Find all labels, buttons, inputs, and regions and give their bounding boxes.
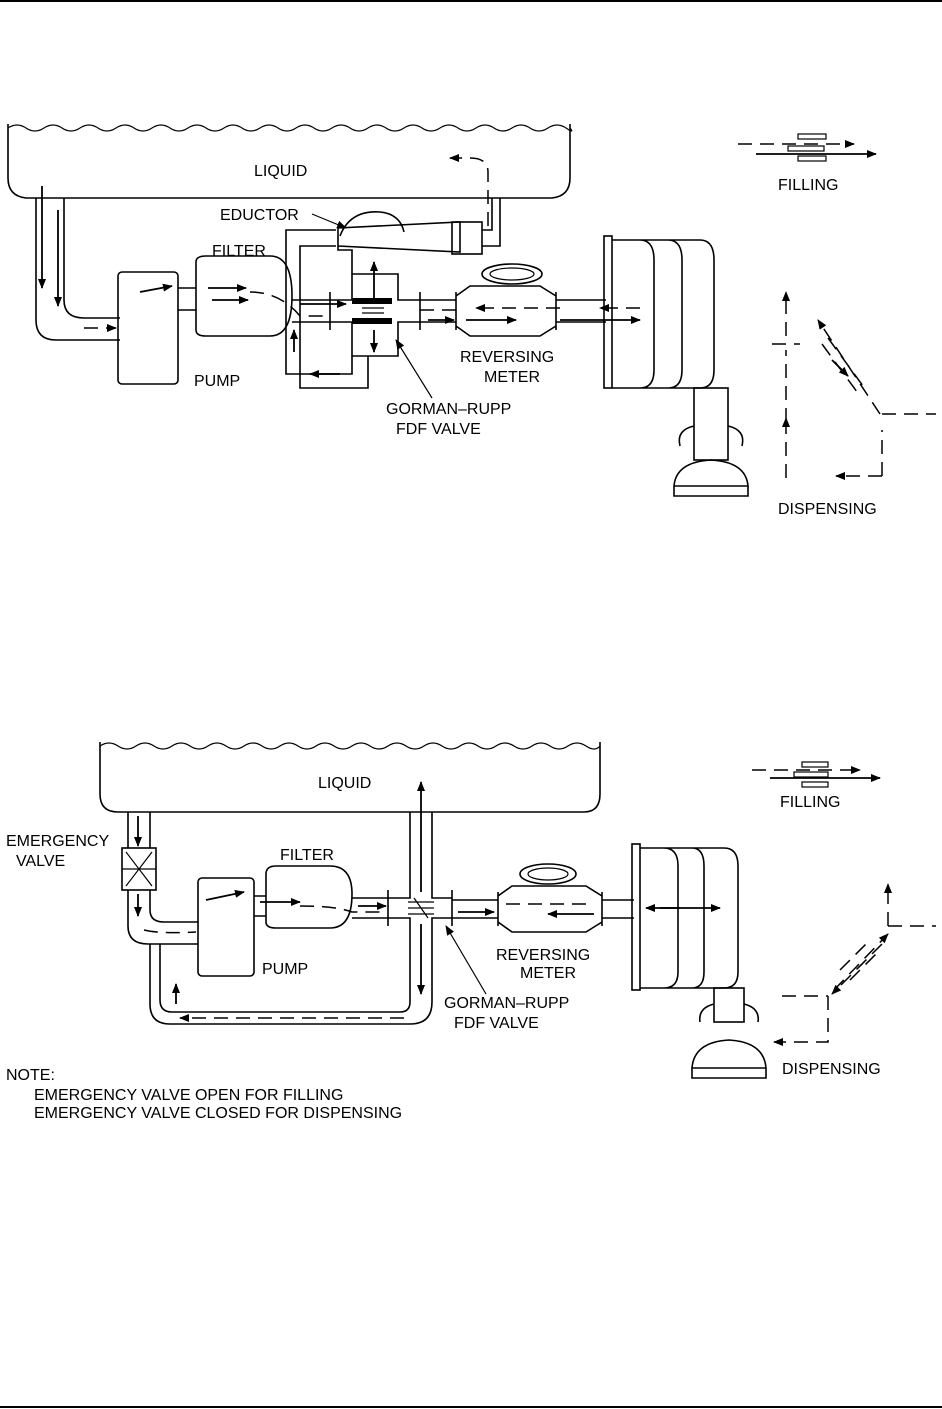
diagram-filling-dispensing-with-eductor: FILLING DISPENSING LIQUID EDUCTOR FILTER… (7, 124, 936, 518)
hose-reel-1-coils (612, 239, 715, 389)
hose-reel-2-base (691, 1003, 767, 1079)
eductor-1 (337, 211, 461, 274)
legend-filling-1-label: FILLING (778, 177, 838, 194)
tank-1-liquid-surface (7, 124, 573, 132)
leader-eductor-1 (311, 213, 347, 229)
tank-1 (7, 124, 571, 199)
pipe-pump-filter-1 (178, 287, 196, 311)
return-loop-2 (149, 944, 433, 1025)
note-line-1: EMERGENCY VALVE OPEN FOR FILLING (34, 1087, 343, 1104)
hose-reel-2-coils (640, 847, 739, 989)
label-valve-2-line1: GORMAN–RUPP (444, 995, 569, 1012)
reversing-meter-1-dial (481, 263, 543, 285)
pipe-filter-valve-1 (292, 299, 330, 323)
drop-pipe-2 (127, 812, 198, 945)
label-meter-2-line2: METER (520, 965, 576, 982)
pipe-pump-filter-2 (254, 895, 266, 917)
bottom-rule (0, 1406, 942, 1408)
note-line-2: EMERGENCY VALVE CLOSED FOR DISPENSING (34, 1105, 402, 1122)
legend-filling-2: FILLING (752, 761, 881, 811)
filter-1 (195, 255, 293, 337)
label-emergency-2-line2: VALVE (16, 853, 65, 870)
bypass-pipe-1 (285, 229, 369, 389)
pipe-valve-meter-2 (452, 899, 498, 919)
legend-dispensing-2: DISPENSING (773, 883, 936, 1078)
pump-2 (197, 877, 255, 977)
legend-dispensing-1-label: DISPENSING (778, 501, 877, 518)
hose-reel-2-stand (713, 987, 745, 1023)
tank-2-liquid-surface (99, 742, 601, 750)
label-filter-1: FILTER (212, 243, 266, 260)
label-eductor-1: EDUCTOR (220, 207, 299, 224)
hose-reel-1-stand (693, 387, 729, 461)
label-liquid-1: LIQUID (254, 163, 307, 180)
pipe-meter-reel-2 (602, 899, 634, 919)
hose-reel-1-base (673, 425, 749, 497)
label-pump-2: PUMP (262, 961, 308, 978)
eductor-1-outlet (451, 221, 483, 255)
fdf-valve-1-hatch (362, 307, 384, 314)
fdf-valve-1 (329, 273, 421, 357)
leader-valve-1 (395, 339, 433, 399)
label-meter-2-line1: REVERSING (496, 947, 590, 964)
pipe-valve-meter-1 (420, 299, 456, 323)
flow-1-pump (139, 283, 173, 293)
legend-filling-1: FILLING (738, 133, 877, 194)
pipe-filter-valve-2 (352, 897, 388, 919)
fdf-valve-2 (387, 812, 453, 1002)
filter-2 (265, 865, 353, 929)
suction-pipe-1 (35, 198, 120, 341)
diagram-with-emergency-valve: FILLING DISPENSING LIQUID EMERGENCY VALV… (6, 742, 936, 1122)
reversing-meter-2-dial-inner (527, 867, 569, 881)
fdf-valve-2-hatch (408, 897, 434, 919)
hose-reel-1-flange (603, 235, 613, 389)
label-filter-2: FILTER (280, 847, 334, 864)
tank-2 (99, 742, 601, 813)
flow-1-filter-dash (249, 291, 326, 317)
label-valve-1-line2: FDF VALVE (396, 421, 481, 438)
leader-valve-2 (445, 925, 487, 995)
label-meter-1-line1: REVERSING (460, 349, 554, 366)
reversing-meter-2 (497, 885, 603, 933)
legend-filling-2-label: FILLING (780, 794, 840, 811)
top-rule (0, 0, 942, 2)
pipe-meter-reel-1 (556, 299, 606, 323)
label-liquid-2: LIQUID (318, 775, 371, 792)
emergency-valve-2-cross (122, 851, 156, 887)
fdf-valve-1-gate-upper (352, 298, 392, 304)
label-meter-1-line2: METER (484, 369, 540, 386)
label-valve-1-line1: GORMAN–RUPP (386, 401, 511, 418)
reversing-meter-1 (455, 285, 557, 337)
reversing-meter-1-dial-inner (489, 267, 535, 281)
legend-dispensing-1: DISPENSING (772, 291, 936, 518)
flow-2-filter-dash (299, 905, 382, 913)
eductor-1-return-flow (449, 154, 489, 226)
note-title: NOTE: (6, 1067, 55, 1084)
flow-2-pump (205, 889, 245, 901)
legend-dispensing-2-label: DISPENSING (782, 1061, 881, 1078)
label-valve-2-line2: FDF VALVE (454, 1015, 539, 1032)
pump-1 (117, 271, 179, 385)
eductor-1-return-pipe (482, 198, 501, 247)
fdf-valve-1-gate-lower (352, 318, 392, 324)
reversing-meter-2-dial (519, 863, 577, 885)
label-emergency-2-line1: EMERGENCY (6, 833, 109, 850)
label-pump-1: PUMP (194, 373, 240, 390)
flow-2-to-pump (143, 929, 197, 934)
hose-reel-2-flange (631, 843, 641, 991)
